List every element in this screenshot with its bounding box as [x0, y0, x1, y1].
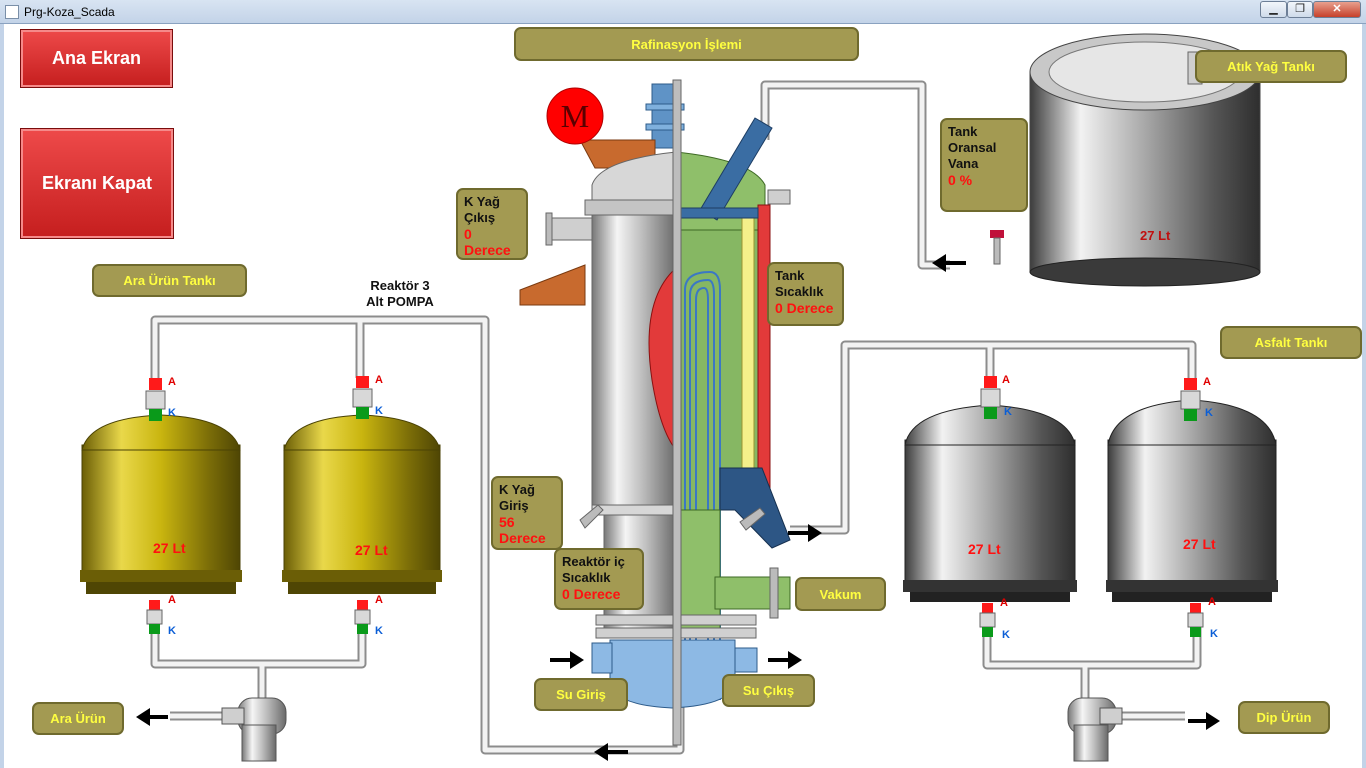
asphalt-tank-1-level: 27 Lt [968, 541, 1001, 557]
valve-k-label: K [1004, 406, 1012, 418]
inter-tank-2-level: 27 Lt [355, 542, 388, 558]
valve-k-label: K [375, 405, 383, 417]
asphalt-tank-2-level: 27 Lt [1183, 536, 1216, 552]
inter-tank-1-level: 27 Lt [153, 540, 186, 556]
window-title: Prg-Koza_Scada [24, 5, 115, 19]
window-frame-right [1362, 24, 1366, 768]
valve-a-label: A [1208, 596, 1216, 608]
intermediate-tank-2-drawing [282, 414, 442, 594]
app-icon [5, 5, 19, 19]
arrow-icon [932, 254, 966, 272]
k-oil-in-readout: K Yağ Giriş 56 Derece [491, 476, 563, 550]
close-window-button[interactable]: ✕ [1313, 1, 1361, 18]
k-oil-out-value: 0 Derece [464, 226, 511, 258]
reactor-temp-readout: Reaktör iç Sıcaklık 0 Derece [554, 548, 644, 610]
reactor [519, 79, 791, 746]
k-oil-out-readout: K Yağ Çıkış 0 Derece [456, 188, 528, 260]
valve-k-label: K [168, 407, 176, 419]
minimize-button[interactable]: ▁ [1260, 1, 1287, 18]
arrow-icon [594, 743, 628, 761]
main-screen-button[interactable]: Ana Ekran [20, 29, 173, 88]
valve-icons[interactable] [145, 376, 1204, 637]
tank-temp-value: 0 Derece [775, 300, 834, 316]
valve-k-label: K [168, 625, 176, 637]
waste-oil-tank-label: Atık Yağ Tankı [1195, 50, 1347, 83]
reactor-temp-label: Reaktör iç Sıcaklık [562, 554, 625, 585]
valve-a-label: A [168, 376, 176, 388]
motor-icon[interactable] [546, 87, 604, 145]
arrow-icon [788, 524, 822, 542]
intermediate-tank-label: Ara Ürün Tankı [92, 264, 247, 297]
asphalt-tank-label: Asfalt Tankı [1220, 326, 1362, 359]
k-oil-in-value: 56 Derece [499, 514, 546, 546]
water-in-label: Su Giriş [534, 678, 628, 711]
tank-ratio-readout: Tank Oransal Vana 0 % [940, 118, 1028, 212]
arrow-icon [1188, 712, 1220, 730]
valve-k-label: K [1002, 629, 1010, 641]
valve-a-label: A [1203, 376, 1211, 388]
waste-tank-level: 27 Lt [1140, 228, 1171, 243]
valve-a-label: A [168, 594, 176, 606]
intermediate-product-label: Ara Ürün [32, 702, 124, 735]
valve-k-label: K [1205, 407, 1213, 419]
arrow-icon [550, 651, 584, 669]
pipe-network [150, 80, 1202, 755]
maximize-button[interactable]: ❐ [1287, 1, 1313, 18]
pump-label: Reaktör 3 Alt POMPA [366, 278, 434, 309]
close-screen-button[interactable]: Ekranı Kapat [20, 128, 174, 239]
valve-a-label: A [1002, 374, 1010, 386]
valve-k-label: K [1210, 628, 1218, 640]
arrow-icon [768, 651, 802, 669]
water-out-label: Su Çıkış [722, 674, 815, 707]
reactor-temp-value: 0 Derece [562, 586, 621, 602]
tank-temp-label: Tank Sıcaklık [775, 268, 824, 299]
flow-arrows [136, 254, 1220, 761]
motor-letter: M [560, 98, 590, 134]
bottom-product-label: Dip Ürün [1238, 701, 1330, 734]
pump-icon-right[interactable] [1067, 697, 1123, 762]
asphalt-tank-1-drawing [903, 404, 1077, 602]
arrow-icon [136, 708, 168, 726]
k-oil-in-label: K Yağ Giriş [499, 482, 535, 513]
valve-k-label: K [375, 625, 383, 637]
tank-ratio-label: Tank Oransal Vana [948, 124, 997, 171]
window-frame-left [0, 24, 4, 768]
intermediate-tank-1-drawing [80, 414, 242, 594]
valve-a-label: A [1000, 597, 1008, 609]
valve-a-label: A [375, 594, 383, 606]
tank-ratio-value: 0 % [948, 172, 973, 188]
vacuum-label: Vakum [795, 577, 886, 611]
process-title: Rafinasyon İşlemi [514, 27, 859, 61]
asphalt-tank-2-drawing [1106, 399, 1278, 602]
pump-icon-left[interactable] [221, 697, 287, 762]
valve-a-label: A [375, 374, 383, 386]
window-titlebar: Prg-Koza_Scada ▁ ❐ ✕ [0, 0, 1366, 24]
tank-temp-readout: Tank Sıcaklık 0 Derece [767, 262, 844, 326]
k-oil-out-label: K Yağ Çıkış [464, 194, 500, 225]
